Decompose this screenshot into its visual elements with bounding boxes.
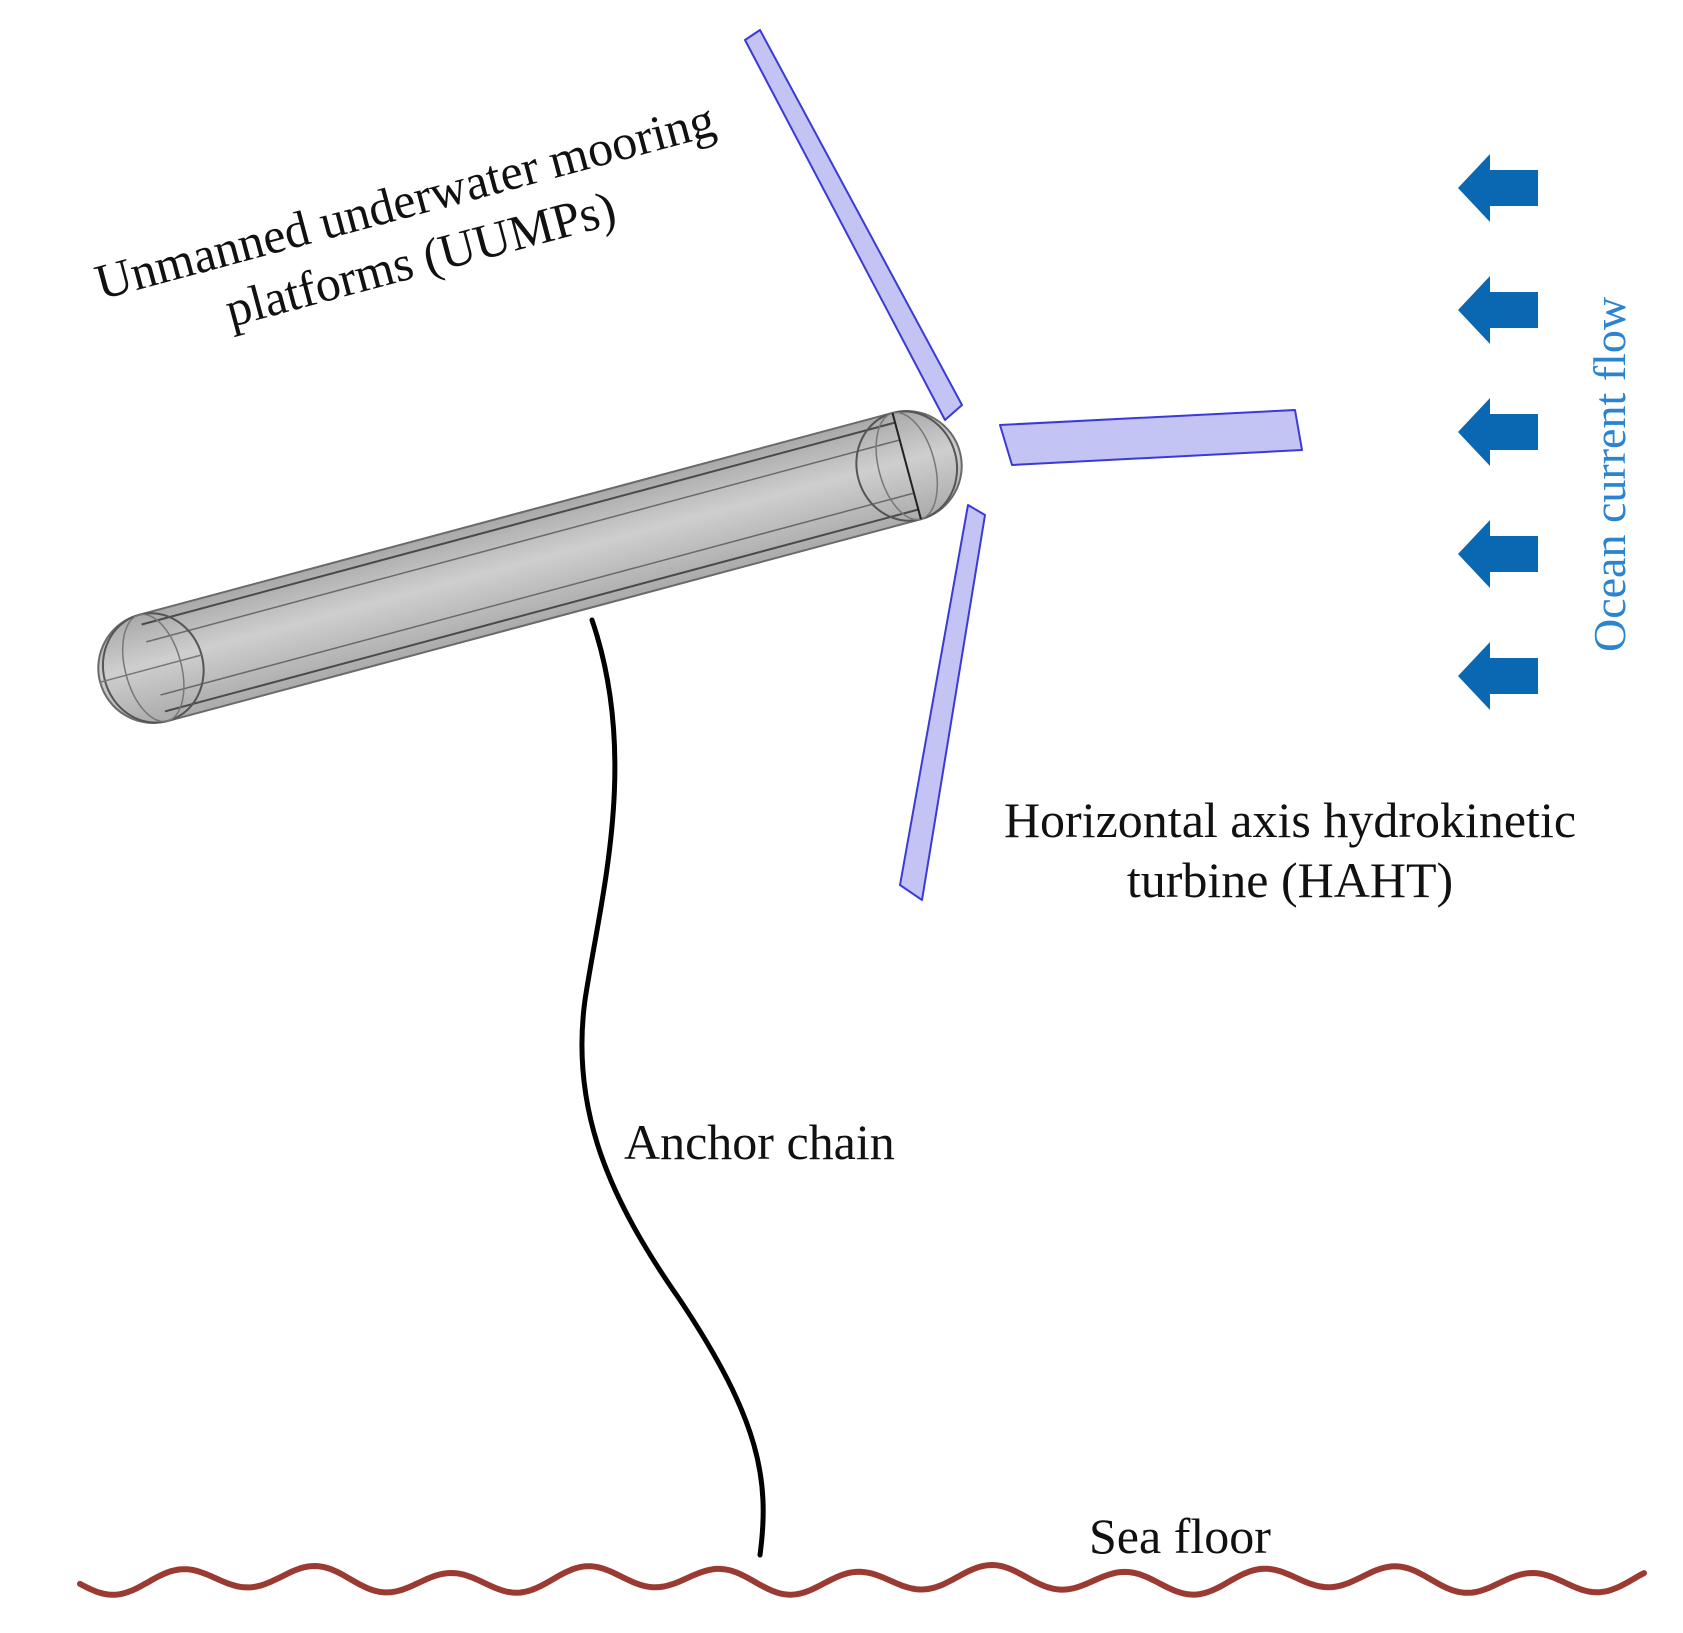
platform-wire-top (141, 421, 896, 626)
turbine-blade-lower (899, 504, 986, 901)
platform-left-cap-axis (99, 654, 202, 683)
flow-arrow-icon (1458, 642, 1538, 710)
anchor-chain-label: Anchor chain (624, 1114, 895, 1170)
haht-turbine (744, 29, 1303, 901)
flow-arrow-icon (1458, 154, 1538, 222)
anchor-chain (579, 617, 766, 1558)
flow-arrow-icon (1458, 398, 1538, 466)
uump-platform (97, 410, 963, 724)
haht-label-line-1: Horizontal axis hydrokinetic (1003, 792, 1577, 848)
flow-arrow-icon (1458, 276, 1538, 344)
ocean-current-arrows (1458, 154, 1538, 710)
platform-body (97, 410, 963, 724)
haht-label-line-2: turbine (HAHT) (1126, 852, 1454, 908)
turbine-blade-right (999, 409, 1303, 466)
haht-label: Horizontal axis hydrokinetic turbine (HA… (930, 790, 1650, 910)
sea-floor-line (77, 1562, 1647, 1598)
platform-wire-mid-top (146, 439, 900, 643)
ocean-current-flow-label: Ocean current flow (1584, 296, 1635, 652)
platform-wire-bottom (164, 508, 919, 713)
sea-floor-label: Sea floor (1089, 1508, 1271, 1564)
flow-arrow-icon (1458, 520, 1538, 588)
platform-right-cap-divider (891, 412, 922, 520)
turbine-blade-upper (744, 29, 963, 421)
platform-wire-mid-bottom (160, 492, 915, 696)
